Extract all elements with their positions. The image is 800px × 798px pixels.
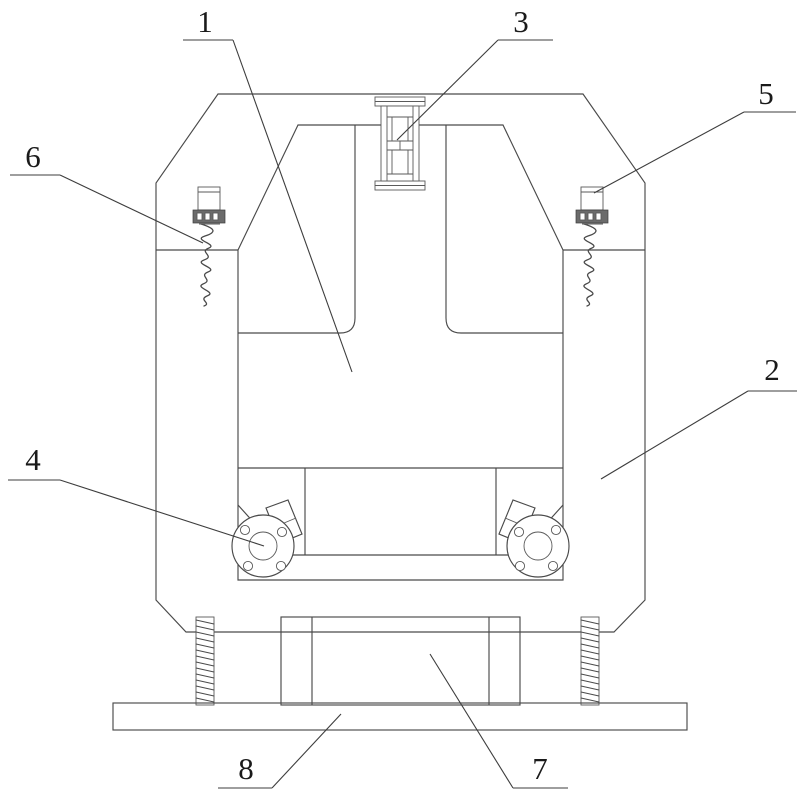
callout-6-label: 6 [25, 139, 41, 174]
callout-2-label: 2 [764, 352, 780, 387]
callout-3: 3 [396, 4, 553, 141]
callout-4: 4 [8, 442, 265, 547]
left-spring-assembly [192, 186, 226, 307]
left-threaded-rod [195, 616, 215, 706]
left-bolt-head [197, 186, 221, 211]
reference-callouts: 1 3 5 6 2 [8, 4, 797, 789]
top-center-mechanism [374, 96, 426, 191]
right-threaded-rod [580, 616, 600, 706]
callout-8-label: 8 [238, 751, 254, 786]
callout-6: 6 [10, 139, 204, 244]
base-plate [112, 702, 688, 731]
callout-1-leader [232, 39, 353, 373]
outer-frame-body [155, 93, 646, 633]
callout-5: 5 [593, 76, 796, 194]
callout-7: 7 [429, 653, 568, 789]
callout-5-label: 5 [758, 76, 774, 111]
callout-3-leader [396, 39, 499, 141]
callout-4-label: 4 [25, 442, 41, 477]
right-wheel-flange [498, 499, 570, 578]
right-spring-assembly [575, 186, 609, 307]
callout-7-leader [429, 653, 514, 789]
right-compression-spring [582, 223, 603, 307]
callout-6-leader [59, 174, 204, 244]
callout-7-label: 7 [532, 751, 548, 786]
lower-support-block [280, 616, 521, 706]
callout-8-leader [271, 713, 342, 789]
callout-2-leader [600, 390, 749, 480]
callout-1: 1 [183, 4, 353, 373]
callout-2: 2 [600, 352, 797, 480]
callout-5-leader [593, 111, 745, 194]
callout-1-label: 1 [197, 4, 213, 39]
left-compression-spring [199, 223, 220, 307]
callout-8: 8 [218, 713, 342, 789]
callout-3-label: 3 [513, 4, 529, 39]
callout-4-leader [59, 479, 265, 547]
